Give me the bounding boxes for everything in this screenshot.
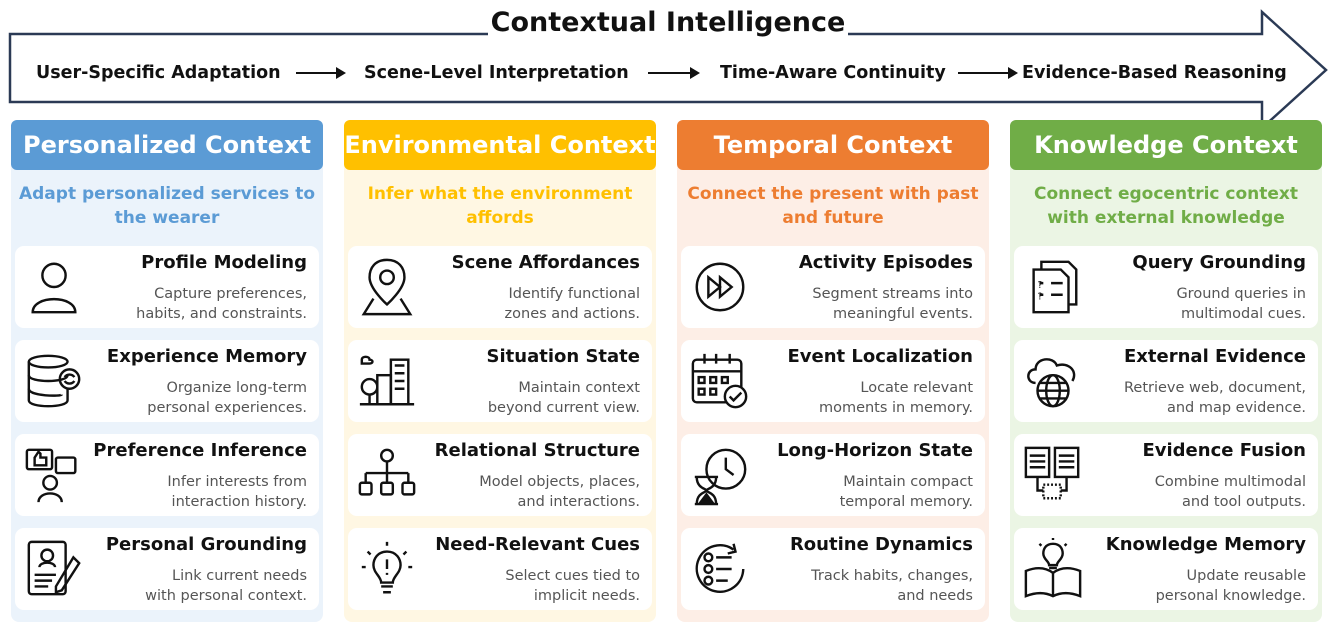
thumbs-up-person-icon [23, 444, 85, 506]
column-header: Environmental Context [344, 120, 656, 170]
column-header: Personalized Context [11, 120, 323, 170]
flow-steps: User-Specific Adaptation Scene-Level Int… [36, 60, 1296, 86]
card-need-relevant-cues: Need-Relevant Cues Select cues tied to i… [348, 528, 652, 610]
column-knowledge: Knowledge Context Connect egocentric con… [1010, 120, 1322, 622]
card-title: Routine Dynamics [789, 534, 973, 555]
card-desc: Infer interests from interaction history… [167, 474, 307, 510]
card-activity-episodes: Activity Episodes Segment streams into m… [681, 246, 985, 328]
card-desc: Identify functional zones and actions. [504, 286, 640, 322]
card-personal-grounding: Personal Grounding Link current needs wi… [15, 528, 319, 610]
column-header: Knowledge Context [1010, 120, 1322, 170]
column-subtitle: Connect the present with past and future [687, 184, 979, 228]
banner-arrow-shape [8, 9, 1328, 120]
card-desc: Maintain context beyond current view. [487, 380, 640, 416]
svg-text:?: ? [1038, 292, 1043, 303]
hierarchy-tree-icon [356, 444, 418, 506]
documents-merge-icon [1022, 444, 1084, 506]
card-external-evidence: External Evidence Retrieve web, document… [1014, 340, 1318, 422]
lightbulb-alert-icon [356, 538, 418, 600]
card-desc: Combine multimodal and tool outputs. [1154, 474, 1306, 510]
location-pin-map-icon [356, 256, 418, 318]
svg-text:?: ? [1038, 280, 1043, 291]
card-title: External Evidence [1124, 346, 1306, 367]
card-title: Need-Relevant Cues [435, 534, 640, 555]
card-routine-dynamics: Routine Dynamics Track habits, changes, … [681, 528, 985, 610]
card-knowledge-memory: Knowledge Memory Update reusable persona… [1014, 528, 1318, 610]
flow-step-4: Evidence-Based Reasoning [1022, 63, 1287, 83]
card-situation-state: Situation State Maintain context beyond … [348, 340, 652, 422]
profile-document-pen-icon [23, 538, 85, 600]
flow-step-2: Scene-Level Interpretation [364, 63, 629, 83]
column-subtitle: Adapt personalized services to the weare… [18, 184, 316, 228]
card-title: Experience Memory [106, 346, 307, 367]
book-lightbulb-icon [1022, 538, 1084, 600]
column-environmental: Environmental Context Infer what the env… [344, 120, 656, 622]
cloud-globe-icon [1022, 350, 1084, 412]
card-query-grounding: ?? Query Grounding Ground queries in mul… [1014, 246, 1318, 328]
card-title: Event Localization [787, 346, 974, 367]
card-desc: Track habits, changes, and needs [811, 568, 973, 604]
hourglass-clock-icon [689, 444, 751, 506]
flow-arrow-2 [648, 67, 700, 79]
card-desc: Update reusable personal knowledge. [1155, 568, 1306, 604]
card-desc: Organize long-term personal experiences. [147, 380, 307, 416]
card-desc: Retrieve web, document, and map evidence… [1123, 380, 1306, 416]
checklist-cycle-icon [689, 538, 751, 600]
card-desc: Select cues tied to implicit needs. [505, 568, 640, 604]
card-scene-affordances: Scene Affordances Identify functional zo… [348, 246, 652, 328]
banner-title: Contextual Intelligence [488, 6, 848, 40]
card-relational-structure: Relational Structure Model objects, plac… [348, 434, 652, 516]
flow-arrow-3 [958, 67, 1018, 79]
question-documents-icon: ?? [1022, 256, 1084, 318]
card-experience-memory: Experience Memory Organize long-term per… [15, 340, 319, 422]
card-title: Preference Inference [93, 440, 307, 461]
card-event-localization: Event Localization Locate relevant momen… [681, 340, 985, 422]
column-subtitle: Infer what the environment affords [367, 184, 633, 228]
card-title: Activity Episodes [798, 252, 973, 273]
column-personalized: Personalized Context Adapt personalized … [11, 120, 323, 622]
database-sync-icon [23, 350, 85, 412]
flow-step-3: Time-Aware Continuity [720, 63, 946, 83]
card-desc: Ground queries in multimodal cues. [1176, 286, 1306, 322]
city-buildings-icon [356, 350, 418, 412]
card-title: Relational Structure [434, 440, 640, 461]
card-title: Evidence Fusion [1142, 440, 1306, 461]
card-title: Profile Modeling [141, 252, 307, 273]
card-evidence-fusion: Evidence Fusion Combine multimodal and t… [1014, 434, 1318, 516]
column-header: Temporal Context [677, 120, 989, 170]
user-profile-icon [23, 256, 85, 318]
card-preference-inference: Preference Inference Infer interests fro… [15, 434, 319, 516]
card-desc: Segment streams into meaningful events. [812, 286, 973, 322]
flow-arrow-1 [296, 67, 346, 79]
card-profile-modeling: Profile Modeling Capture preferences, ha… [15, 246, 319, 328]
card-desc: Link current needs with personal context… [145, 568, 307, 604]
card-title: Personal Grounding [105, 534, 307, 555]
card-long-horizon-state: Long-Horizon State Maintain compact temp… [681, 434, 985, 516]
calendar-check-icon [689, 350, 751, 412]
column-temporal: Temporal Context Connect the present wit… [677, 120, 989, 622]
card-title: Scene Affordances [451, 252, 640, 273]
card-desc: Model objects, places, and interactions. [479, 474, 640, 510]
card-title: Situation State [486, 346, 640, 367]
card-desc: Locate relevant moments in memory. [818, 380, 973, 416]
flow-step-1: User-Specific Adaptation [36, 63, 281, 83]
card-desc: Capture preferences, habits, and constra… [136, 286, 307, 322]
card-title: Knowledge Memory [1105, 534, 1306, 555]
banner: Contextual Intelligence User-Specific Ad… [0, 0, 1337, 120]
fast-forward-icon [689, 256, 751, 318]
card-title: Long-Horizon State [777, 440, 973, 461]
card-title: Query Grounding [1132, 252, 1306, 273]
card-desc: Maintain compact temporal memory. [839, 474, 973, 510]
column-subtitle: Connect egocentric context with external… [1033, 184, 1299, 228]
